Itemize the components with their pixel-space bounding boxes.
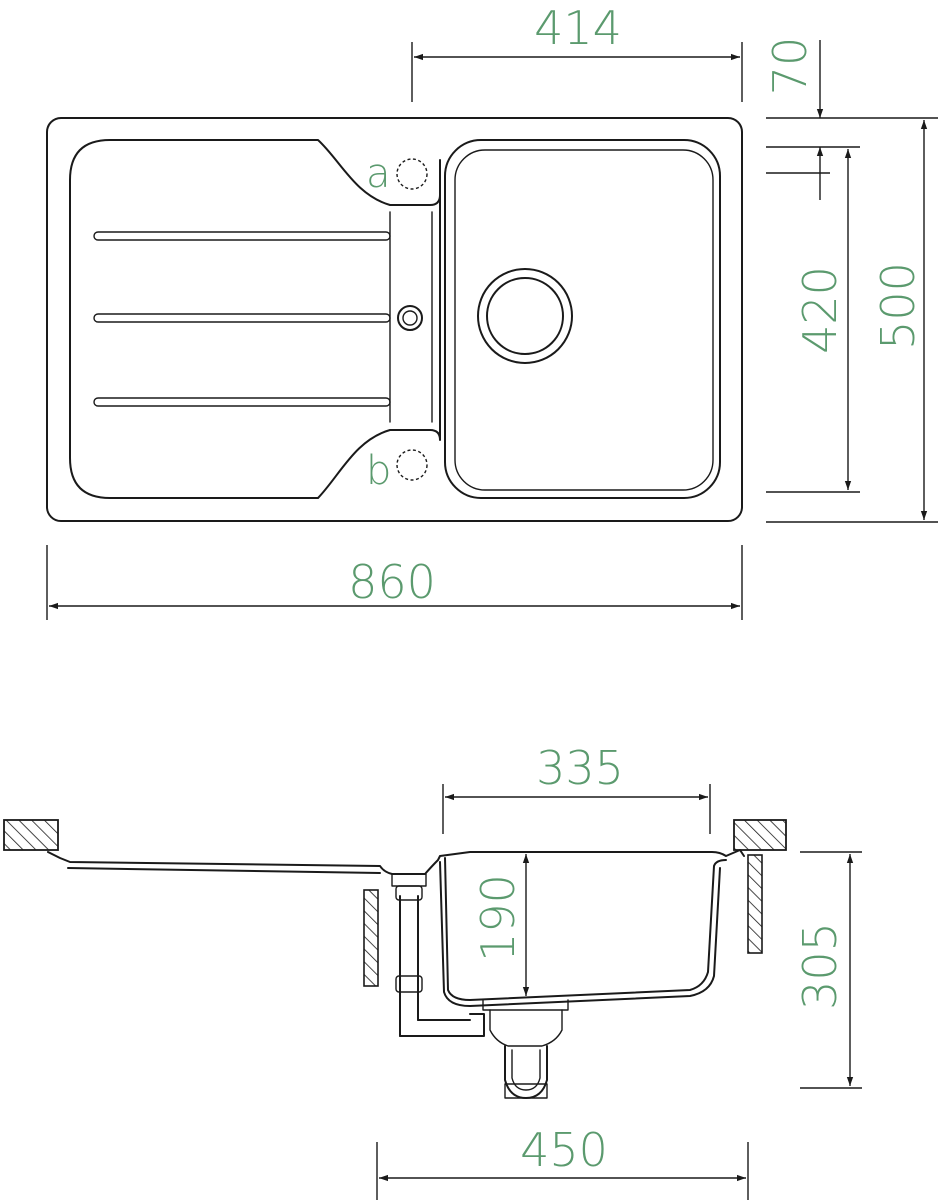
svg-text:305: 305 bbox=[793, 922, 847, 1010]
tap-hole-a-label: a bbox=[366, 151, 391, 197]
overflow-hole-icon bbox=[397, 305, 423, 331]
dimension-420: 420 bbox=[766, 149, 860, 493]
tap-hole-a-icon bbox=[396, 158, 428, 190]
dimension-335: 335 bbox=[442, 741, 711, 834]
bowl-outer bbox=[444, 139, 721, 499]
svg-text:190: 190 bbox=[471, 874, 525, 962]
tap-hole-b-icon bbox=[396, 449, 428, 481]
section-view: 335 190 305 450 bbox=[3, 741, 862, 1200]
drainer-board bbox=[69, 139, 441, 499]
dimension-305: 305 bbox=[793, 851, 862, 1089]
dimension-414: 414 bbox=[411, 1, 743, 102]
dimension-190: 190 bbox=[471, 854, 530, 996]
svg-text:335: 335 bbox=[536, 741, 624, 795]
dimension-70: 70 bbox=[763, 37, 938, 200]
sink-profile bbox=[47, 849, 745, 1001]
svg-text:414: 414 bbox=[534, 1, 622, 55]
cabinet-panel-left bbox=[363, 889, 379, 987]
worktop-left bbox=[3, 819, 59, 851]
svg-text:420: 420 bbox=[793, 266, 847, 354]
svg-text:70: 70 bbox=[763, 37, 817, 96]
svg-text:450: 450 bbox=[520, 1123, 608, 1177]
svg-text:860: 860 bbox=[348, 555, 436, 609]
dimension-450: 450 bbox=[376, 1123, 749, 1200]
top-view: a b 414 70 420 bbox=[46, 1, 938, 620]
bowl-inner bbox=[454, 149, 714, 491]
svg-text:500: 500 bbox=[871, 262, 925, 350]
cabinet-panel-right bbox=[747, 854, 763, 954]
waste-trap-assembly bbox=[391, 873, 569, 1099]
tap-hole-b-label: b bbox=[366, 448, 391, 494]
drainer-channel bbox=[389, 211, 433, 423]
dimension-860: 860 bbox=[46, 545, 743, 620]
worktop-right bbox=[733, 819, 787, 851]
waste-outlet-icon bbox=[477, 268, 573, 364]
sink-outer-rim bbox=[46, 117, 743, 522]
drainer-grooves bbox=[93, 231, 391, 407]
dimension-500: 500 bbox=[766, 120, 938, 523]
